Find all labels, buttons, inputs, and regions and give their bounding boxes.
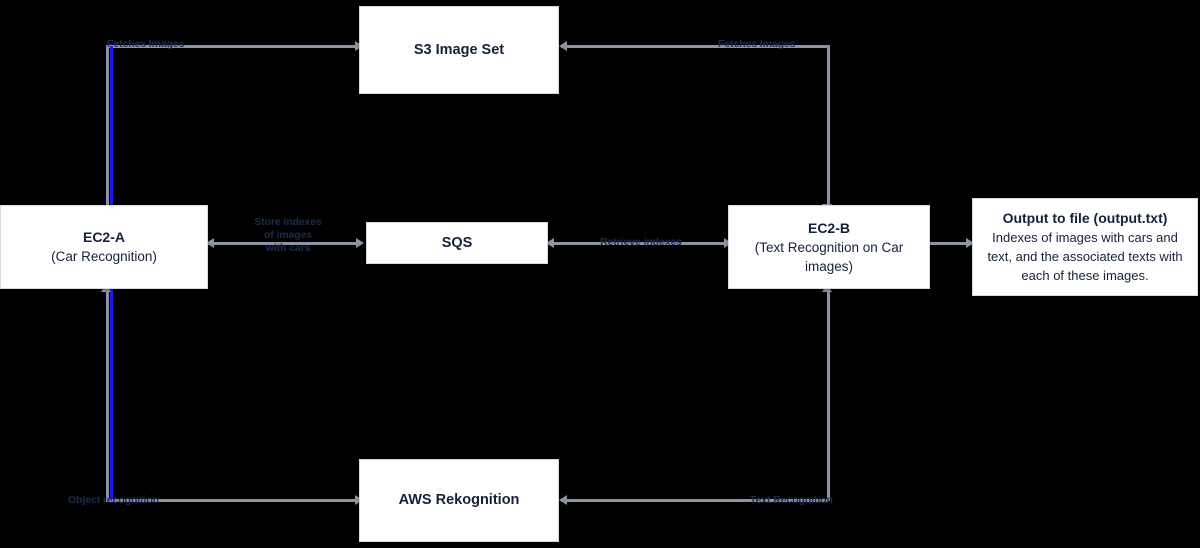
edge-label-fetches-images-left: Fetches Images xyxy=(107,38,185,50)
arrowhead-into-s3-right xyxy=(559,41,567,51)
arrowhead-into-ec2a-right xyxy=(206,238,214,248)
edge-label-fetches-images-right: Fetches Images xyxy=(718,38,796,50)
edge-label-object-recognition: Object recognition xyxy=(68,494,159,506)
arrowhead-into-output-left xyxy=(966,238,974,248)
arrowhead-into-sqs-right xyxy=(546,238,554,248)
node-s3-image-set[interactable]: S3 Image Set xyxy=(359,6,559,94)
node-output-file[interactable]: Output to file (output.txt) Indexes of i… xyxy=(972,198,1198,296)
edge-label-store-indexes: Store indexes of images with cars xyxy=(254,216,322,254)
node-output-title: Output to file (output.txt) xyxy=(1002,210,1168,226)
edge-ec2a-to-s3-horizontal xyxy=(106,45,359,48)
node-ec2-b[interactable]: EC2-B (Text Recognition on Car images) xyxy=(728,205,930,289)
edge-highlight-left-spine-top xyxy=(110,46,113,214)
node-ec2b-title: EC2-B xyxy=(807,219,850,236)
edge-ec2a-to-s3-vertical xyxy=(106,46,109,216)
node-ec2a-subtitle: (Car Recognition) xyxy=(51,249,157,264)
edge-label-text-recognition: Text Recognition xyxy=(750,494,833,506)
node-sqs-title: SQS xyxy=(441,234,473,251)
edge-ec2b-to-output xyxy=(930,242,972,245)
edge-ec2a-to-rekognition-horizontal xyxy=(106,499,359,502)
arrowhead-into-sqs-left xyxy=(356,238,364,248)
edge-highlight-left-spine-bottom xyxy=(110,288,113,500)
edge-label-retrieve-indexes: Retrieve indexes xyxy=(600,236,682,248)
node-aws-rekognition[interactable]: AWS Rekognition xyxy=(359,459,559,542)
edge-s3-to-ec2b-horizontal xyxy=(561,45,828,48)
edge-rekognition-to-ec2b-horizontal xyxy=(561,499,828,502)
node-ec2b-subtitle: (Text Recognition on Car images) xyxy=(754,239,904,274)
edge-ec2a-to-rekognition-vertical xyxy=(106,288,109,501)
arrowhead-into-rekognition-right xyxy=(559,495,567,505)
node-output-subtitle: Indexes of images with cars and text, an… xyxy=(987,230,1183,283)
node-sqs[interactable]: SQS xyxy=(366,222,548,264)
node-ec2-a[interactable]: EC2-A (Car Recognition) xyxy=(0,205,208,289)
edge-s3-to-ec2b-vertical xyxy=(827,45,830,208)
node-ec2a-title: EC2-A xyxy=(82,229,125,245)
edge-sqs-to-ec2b xyxy=(548,242,728,245)
node-s3-title: S3 Image Set xyxy=(413,41,505,58)
edge-rekognition-to-ec2b-vertical xyxy=(827,288,830,501)
edge-ec2a-to-sqs xyxy=(208,242,360,245)
node-rekognition-title: AWS Rekognition xyxy=(398,492,520,508)
